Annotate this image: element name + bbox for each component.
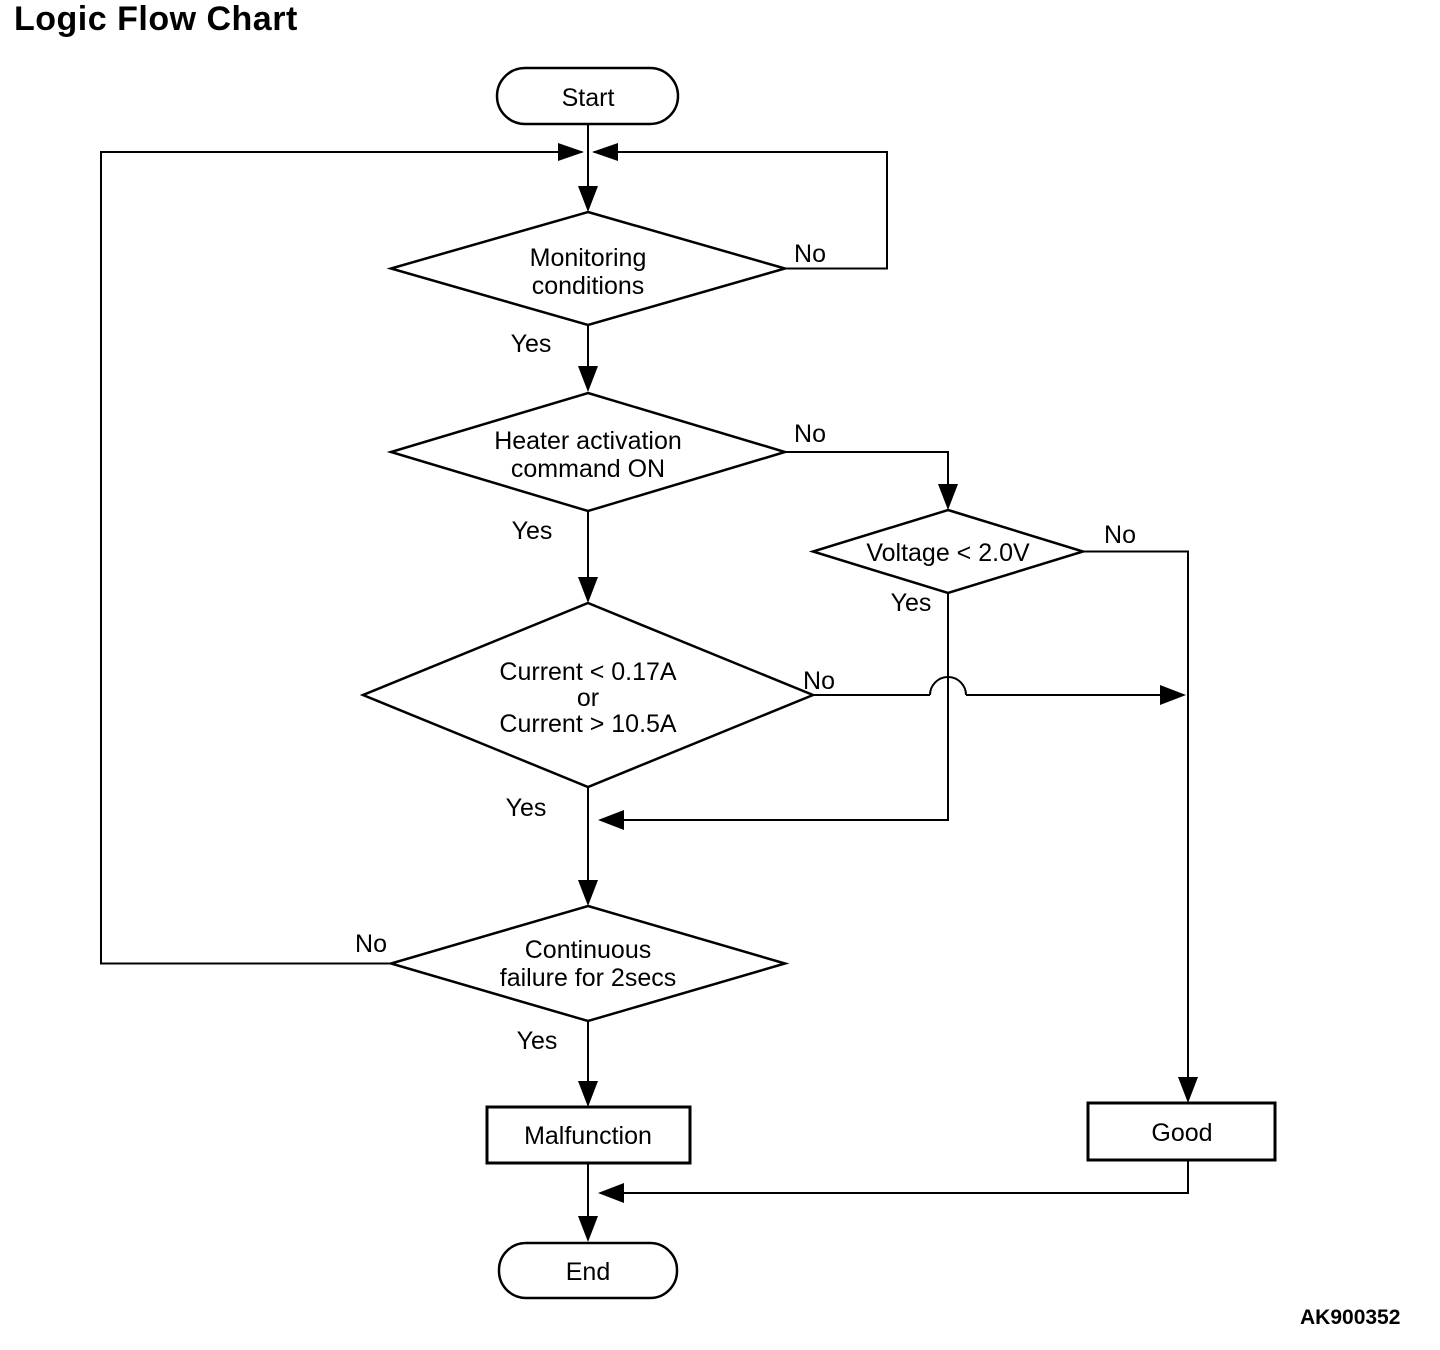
edge-label-no: No (355, 930, 387, 958)
arrowhead-down-icon (1178, 1077, 1198, 1103)
edge-good-to-end (598, 1160, 1189, 1203)
edge-label-no: No (803, 667, 835, 695)
node-monitoring-conditions: Monitoring conditions (386, 210, 790, 327)
continuous-label-line1: Continuous (525, 936, 651, 964)
arrowhead-down-icon (578, 186, 598, 212)
edge-heater-yes: Yes (512, 511, 598, 603)
arrowhead-down-icon (578, 366, 598, 392)
continuous-label-line2: failure for 2secs (500, 964, 676, 992)
node-start: Start (495, 66, 680, 126)
node-end: End (497, 1241, 679, 1300)
edge-label-yes: Yes (506, 794, 547, 822)
arrowhead-down-icon (578, 1216, 598, 1242)
node-good: Good (1086, 1101, 1277, 1162)
end-label: End (566, 1258, 610, 1286)
start-label: Start (562, 84, 615, 112)
edge-continuous-yes: Yes (517, 1021, 598, 1107)
arrowhead-down-icon (938, 484, 958, 510)
heater-label-line1: Heater activation (494, 427, 682, 455)
edge-monitoring-no: No (592, 143, 888, 270)
arrowhead-down-icon (578, 880, 598, 906)
edge-line (785, 451, 949, 506)
line-hop-bridge (929, 676, 967, 696)
voltage-decision-shape (808, 508, 1088, 595)
edge-line (1083, 550, 1189, 1099)
edge-continuous-no: No (100, 143, 584, 965)
figure-code: AK900352 (1300, 1306, 1401, 1329)
current-label-line1: Current < 0.17A (499, 658, 677, 686)
edge-label-yes: Yes (511, 330, 552, 358)
node-current-check: Current < 0.17A or Current > 10.5A (359, 601, 817, 789)
edge-label-no: No (1104, 521, 1136, 549)
edge-current-no: No (803, 667, 1186, 705)
edge-voltage-yes: Yes (598, 589, 949, 830)
good-label: Good (1151, 1119, 1212, 1147)
continuous-decision-shape (386, 904, 790, 1023)
node-voltage-check: Voltage < 2.0V (808, 508, 1088, 595)
node-heater-activation: Heater activation command ON (386, 391, 790, 513)
edge-line (100, 151, 582, 965)
current-label-line2: or (577, 684, 599, 712)
node-malfunction: Malfunction (485, 1105, 692, 1165)
good-process-shape (1086, 1101, 1277, 1162)
edge-label-no: No (794, 240, 826, 268)
edge-label-no: No (794, 420, 826, 448)
arrowhead-down-icon (578, 1081, 598, 1107)
arrowhead-right-icon (1160, 685, 1186, 705)
monitoring-label-line1: Monitoring (530, 244, 647, 272)
arrowhead-down-icon (578, 577, 598, 603)
arrowhead-left-icon (598, 810, 624, 830)
edge-line (594, 151, 888, 270)
end-terminator-shape (497, 1241, 679, 1300)
current-decision-shape (359, 601, 817, 789)
edge-line (601, 1160, 1189, 1194)
arrowhead-right-icon (558, 143, 584, 161)
monitoring-label-line2: conditions (532, 272, 645, 300)
malfunction-label: Malfunction (524, 1122, 652, 1150)
edge-voltage-no: No (1083, 521, 1198, 1103)
edge-label-yes: Yes (512, 517, 553, 545)
edge-current-yes: Yes (506, 787, 598, 906)
voltage-label: Voltage < 2.0V (866, 539, 1030, 567)
edge-label-yes: Yes (891, 589, 932, 617)
malfunction-process-shape (485, 1105, 692, 1165)
current-label-line3: Current > 10.5A (499, 710, 677, 738)
arrowhead-left-icon (592, 143, 618, 161)
node-continuous-failure: Continuous failure for 2secs (386, 904, 790, 1023)
edge-label-yes: Yes (517, 1027, 558, 1055)
start-terminator-shape (495, 66, 680, 126)
page-title: Logic Flow Chart (14, 0, 298, 38)
edge-monitoring-yes: Yes (511, 325, 598, 392)
edge-heater-no: No (785, 420, 958, 510)
heater-label-line2: command ON (511, 455, 665, 483)
edge-line (601, 593, 949, 821)
monitoring-decision-shape (386, 210, 790, 327)
edge-malfunction-to-end (578, 1163, 598, 1242)
heater-decision-shape (386, 391, 790, 513)
arrowhead-left-icon (598, 1183, 624, 1203)
edge-start-to-monitoring (578, 124, 598, 212)
